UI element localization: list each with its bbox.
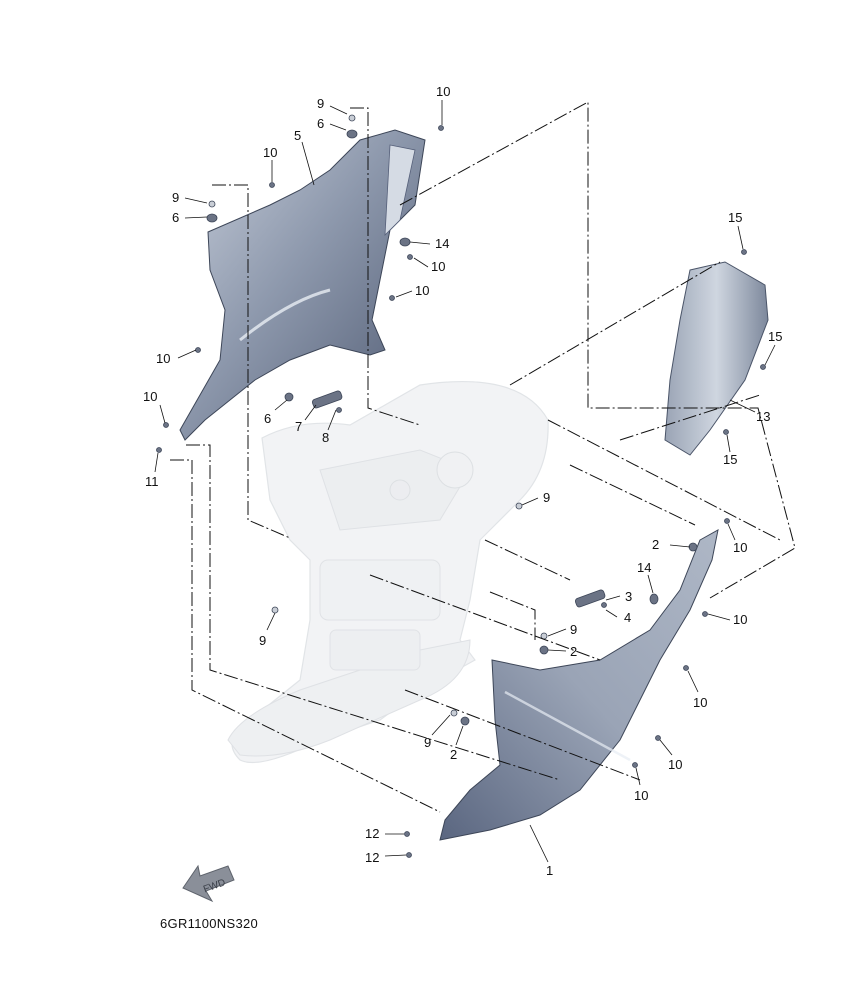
callout-c9-bottom: 9 <box>424 735 431 750</box>
callout-c10-bottom: 10 <box>634 788 648 803</box>
diagram-code: 6GR1100NS320 <box>160 916 259 931</box>
callout-c6-left: 6 <box>172 210 179 225</box>
callout-c14-upper: 14 <box>435 236 449 251</box>
part-3-bracket <box>574 589 606 608</box>
callout-c10-right-c: 10 <box>693 695 707 710</box>
callout-c2-right: 2 <box>652 537 659 552</box>
callout-c2-center: 2 <box>570 644 577 659</box>
callout-c4: 4 <box>624 610 631 625</box>
callout-c10-left: 10 <box>156 351 170 366</box>
part-2-grommet-bottom <box>460 716 470 726</box>
assembly-lines <box>170 101 796 813</box>
callout-c15-right: 15 <box>768 329 782 344</box>
callout-c6-lower: 6 <box>264 411 271 426</box>
callout-c9-left: 9 <box>172 190 179 205</box>
callout-c1: 1 <box>546 863 553 878</box>
callout-c10-upper-left: 10 <box>263 145 277 160</box>
callout-c10-right-b: 10 <box>733 612 747 627</box>
part-2-grommet-right <box>688 542 698 552</box>
callout-c9-top: 9 <box>317 96 324 111</box>
callout-c10-right-d: 10 <box>668 757 682 772</box>
leader-lines <box>154 100 776 863</box>
part-14-grommet-upper <box>399 237 411 247</box>
callout-c9-center: 9 <box>543 490 550 505</box>
callout-labels: 10 9 6 5 10 9 6 14 10 10 15 15 13 15 10 … <box>143 84 782 878</box>
part-5-upper-cowling <box>179 129 426 441</box>
callout-c10-mid-a: 10 <box>431 259 445 274</box>
callout-c15-lower: 15 <box>723 452 737 467</box>
callout-c9-low-left: 9 <box>259 633 266 648</box>
part-6-grommet-top <box>346 129 358 139</box>
callout-c12-b: 12 <box>365 850 379 865</box>
callout-c9-low-center: 9 <box>570 622 577 637</box>
callout-c10-top: 10 <box>436 84 450 99</box>
callout-c3: 3 <box>625 589 632 604</box>
engine-block-ghost <box>227 380 549 764</box>
callout-c2-bottom: 2 <box>450 747 457 762</box>
callout-c10-right-a: 10 <box>733 540 747 555</box>
callout-c8: 8 <box>322 430 329 445</box>
part-7-bracket <box>311 390 343 409</box>
callout-c10-mid-b: 10 <box>415 283 429 298</box>
callout-c12-a: 12 <box>365 826 379 841</box>
part-1-lower-cowling <box>439 529 719 841</box>
fwd-arrow-icon: FWD <box>182 864 235 903</box>
part-2-grommet-center <box>539 645 549 655</box>
callout-c10-far-left: 10 <box>143 389 157 404</box>
part-13-side-cover <box>664 261 769 456</box>
part-6-grommet-lower <box>284 392 294 402</box>
callout-c14-lower: 14 <box>637 560 651 575</box>
callout-c7: 7 <box>295 419 302 434</box>
callout-c13: 13 <box>756 409 770 424</box>
callout-c6-top: 6 <box>317 116 324 131</box>
part-6-grommet-left <box>206 213 218 223</box>
part-14-grommet-lower <box>649 593 659 605</box>
hardware <box>156 114 766 858</box>
callout-c5: 5 <box>294 128 301 143</box>
callout-c15-top: 15 <box>728 210 742 225</box>
callout-c11: 11 <box>145 474 159 489</box>
